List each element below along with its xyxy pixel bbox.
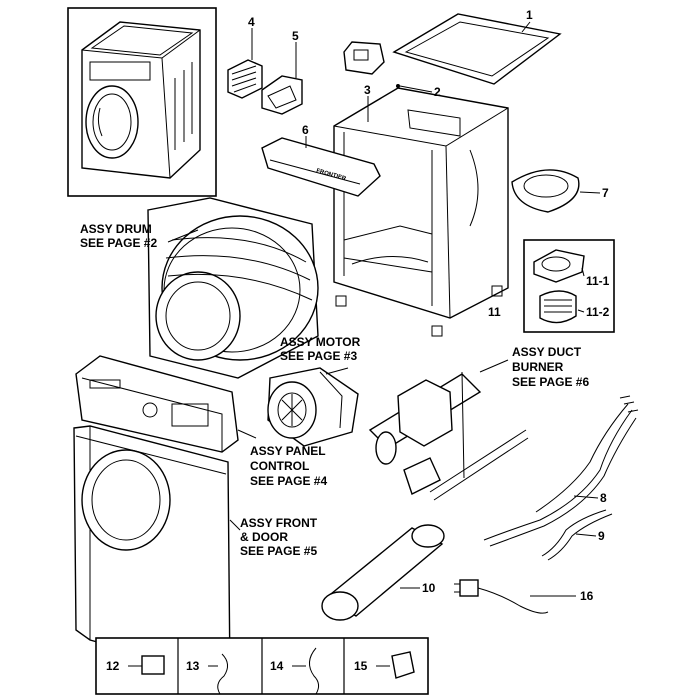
callout-15: 15 [354, 659, 368, 673]
part-2-top-bracket [343, 41, 433, 93]
front-door-illustration [73, 425, 231, 679]
caption-panel-line-1: ASSY PANEL [250, 444, 326, 458]
callout-11: 11 [488, 305, 501, 319]
callout-labels: 1 2 3 4 5 6 7 8 9 10 11 11-1 11-2 12 13 … [106, 8, 610, 673]
part-5-bracket [261, 42, 303, 115]
callout-3: 3 [364, 83, 371, 97]
caption-front-line-3: SEE PAGE #5 [240, 544, 317, 558]
caption-motor-line-2: SEE PAGE #3 [280, 349, 357, 363]
callout-11-2: 11-2 [586, 305, 610, 319]
assembly-leader-lines [167, 229, 509, 531]
caption-drum-line-2: SEE PAGE #2 [80, 236, 157, 250]
duct-burner-illustration [368, 371, 529, 501]
caption-front-line-1: ASSY FRONT [240, 516, 318, 530]
part-3-cabinet [333, 87, 509, 337]
motor-assembly-illustration [267, 367, 359, 447]
part-11-feet-box [523, 239, 615, 333]
caption-drum-line-1: ASSY DRUM [80, 222, 152, 236]
callout-2: 2 [434, 85, 441, 99]
drum-assembly-illustration [147, 197, 319, 379]
caption-motor-line-1: ASSY MOTOR [280, 335, 361, 349]
part-1-top-cover [392, 13, 562, 85]
overview-dryer-illustration [67, 7, 217, 197]
assembly-captions: ASSY DRUM SEE PAGE #2 ASSY MOTOR SEE PAG… [80, 222, 589, 558]
callout-5: 5 [292, 29, 299, 43]
callout-8: 8 [600, 491, 607, 505]
callout-10: 10 [422, 581, 436, 595]
caption-panel-line-2: CONTROL [250, 459, 309, 473]
caption-panel-line-3: SEE PAGE #4 [250, 474, 327, 488]
caption-front-line-2: & DOOR [240, 530, 288, 544]
part-16-power-cord [454, 579, 576, 614]
callout-1: 1 [526, 8, 533, 22]
caption-duct-line-1: ASSY DUCT [512, 345, 582, 359]
part-6-panel-bracket: FRONTIER [261, 136, 381, 197]
callout-7: 7 [602, 186, 609, 200]
control-panel-illustration [75, 355, 239, 453]
callout-14: 14 [270, 659, 284, 673]
caption-duct-line-3: SEE PAGE #6 [512, 375, 589, 389]
part-4-filter [227, 28, 263, 99]
bottom-accessory-strip [95, 637, 429, 695]
callout-13: 13 [186, 659, 200, 673]
part-10-duct [321, 524, 445, 621]
callout-16: 16 [580, 589, 594, 603]
part-9-wire [541, 509, 613, 561]
part-7-vent-ring [511, 169, 601, 213]
callout-12: 12 [106, 659, 120, 673]
callout-11-1: 11-1 [586, 274, 610, 288]
caption-duct-line-2: BURNER [512, 360, 564, 374]
callout-6: 6 [302, 123, 309, 137]
part-8-wire-harness [483, 395, 639, 547]
callout-4: 4 [248, 15, 255, 29]
callout-9: 9 [598, 529, 605, 543]
